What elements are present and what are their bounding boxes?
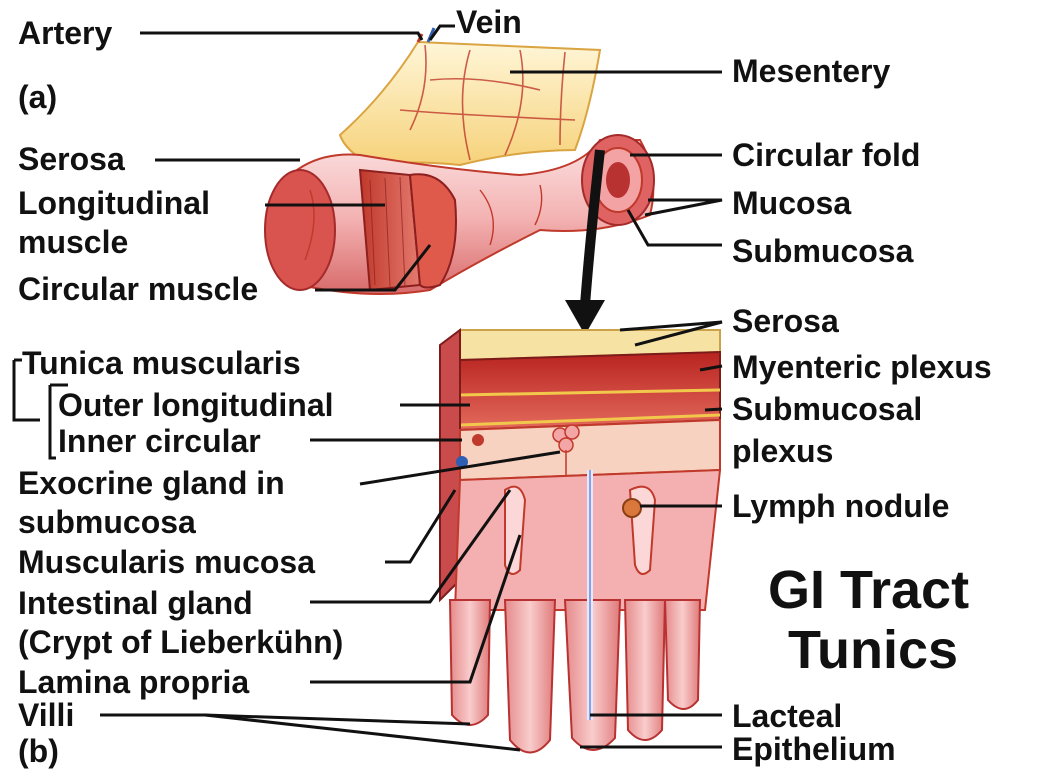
label-intestinal-gland-2: (Crypt of Lieberkühn) [18,624,343,660]
label-lacteal: Lacteal [732,698,842,734]
label-exocrine-1: Exocrine gland in [18,465,285,501]
label-serosa-top: Serosa [18,141,125,177]
label-tunica-muscularis: Tunica muscularis [22,345,301,381]
label-mesentery: Mesentery [732,53,891,89]
label-vein: Vein [456,4,522,40]
label-submucosal-plexus-1: Submucosal [732,391,922,427]
panel-label-a: (a) [18,79,57,115]
label-epithelium: Epithelium [732,731,896,767]
label-submucosal-plexus-2: plexus [732,433,833,469]
label-outer-longitudinal: Outer longitudinal [58,387,334,423]
lymph-nodule [623,499,641,517]
label-longitudinal-1: Longitudinal [18,185,210,221]
label-myenteric-plexus: Myenteric plexus [732,349,992,385]
label-intestinal-gland-1: Intestinal gland [18,585,253,621]
panel-label-b: (b) [18,733,59,769]
serosa-end [265,170,335,290]
label-villi: Villi [18,697,74,733]
title-line-1: GI Tract [768,560,969,620]
wall-block-illustration [440,330,720,753]
label-serosa-bottom: Serosa [732,303,839,339]
label-longitudinal-2: muscle [18,224,128,260]
villi-group [450,600,700,753]
label-muscularis-mucosa: Muscularis mucosa [18,544,315,580]
title-line-2: Tunics [788,620,958,680]
label-exocrine-2: submucosa [18,504,196,540]
label-artery: Artery [18,15,112,51]
label-lamina-propria: Lamina propria [18,664,249,700]
label-submucosa: Submucosa [732,233,914,269]
label-circular-muscle: Circular muscle [18,271,258,307]
label-inner-circular: Inner circular [58,423,261,459]
label-circular-fold: Circular fold [732,137,920,173]
label-lymph-nodule: Lymph nodule [732,488,949,524]
label-mucosa: Mucosa [732,185,851,221]
